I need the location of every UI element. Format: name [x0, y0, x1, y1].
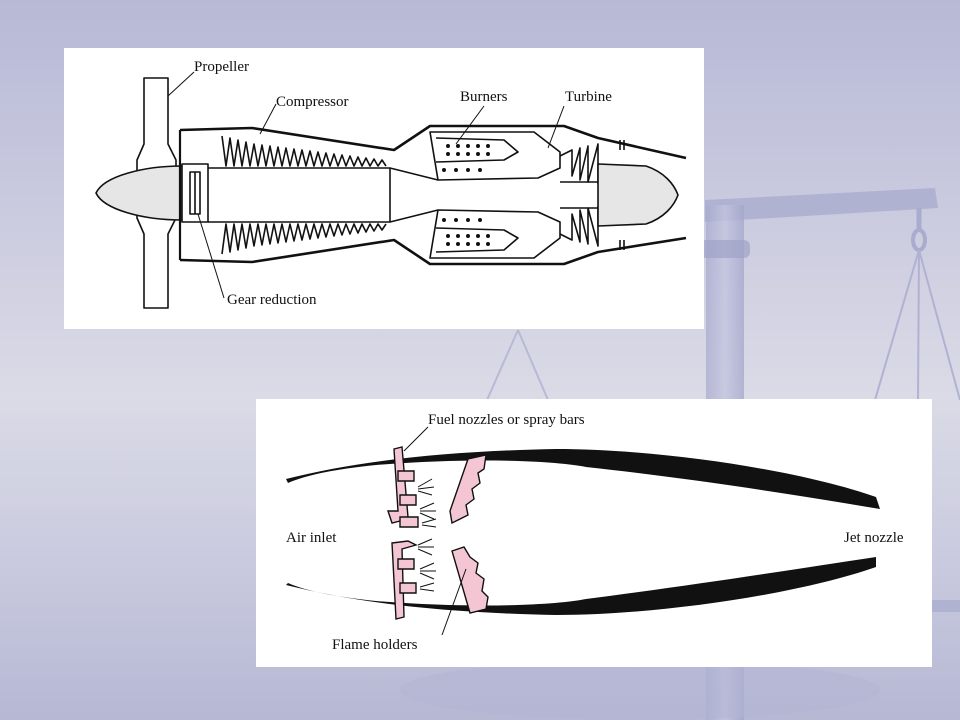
ramjet-diagram-panel: Fuel nozzles or spray bars Air inlet Jet…: [256, 399, 932, 667]
label-jet-nozzle: Jet nozzle: [844, 530, 904, 546]
leader-lines-turboprop: [167, 71, 565, 299]
combustor-top: [429, 131, 561, 181]
turboprop-diagram-panel: Propeller Compressor Burners Turbine Gea…: [64, 48, 704, 329]
label-propeller: Propeller: [194, 59, 249, 75]
label-burners: Burners: [460, 89, 508, 105]
turboprop-diagram: [95, 71, 687, 309]
burner-nozzles-top: [442, 144, 490, 172]
label-compressor: Compressor: [276, 94, 349, 110]
label-flame-holders: Flame holders: [332, 637, 418, 653]
casing-bottom: [179, 236, 687, 266]
casing-top: [179, 124, 687, 160]
duct-lower-wall: [286, 557, 876, 615]
combustor-bottom: [429, 209, 561, 259]
exhaust-cone: [597, 163, 679, 227]
flame-holders: [449, 454, 489, 614]
label-air-inlet: Air inlet: [286, 530, 337, 546]
spinner-nose: [95, 165, 183, 221]
label-gear-reduction: Gear reduction: [227, 292, 317, 308]
turbine-blades: [559, 143, 599, 247]
fuel-spray-jets: [417, 478, 437, 592]
label-turbine: Turbine: [565, 89, 612, 105]
fuel-spray-bars: [387, 446, 419, 620]
compressor-blades-top: [221, 135, 387, 167]
burner-nozzles-bottom: [442, 218, 490, 246]
leader-lines-ramjet: [403, 426, 467, 636]
ramjet-diagram: [286, 426, 880, 636]
compressor-blades-bottom: [221, 223, 387, 255]
duct-upper-wall: [286, 449, 880, 509]
label-fuel-nozzles: Fuel nozzles or spray bars: [428, 412, 585, 428]
